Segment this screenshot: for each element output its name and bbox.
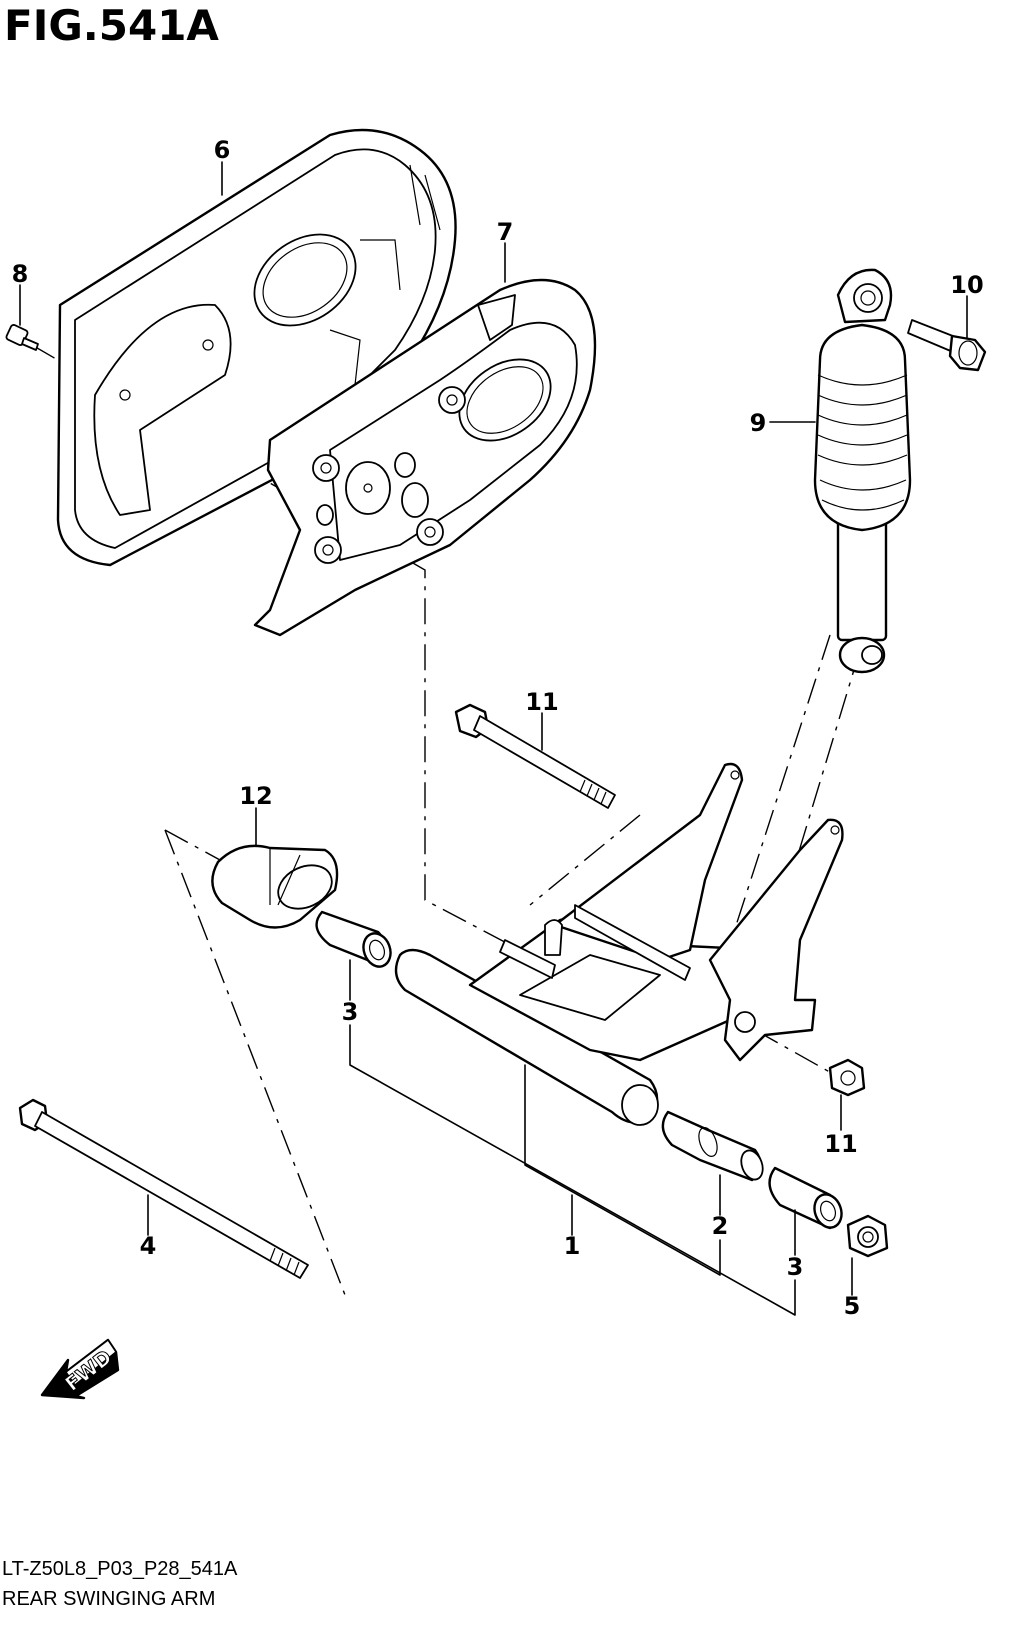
callout-5: 5 — [844, 1292, 861, 1320]
callout-1: 1 — [564, 1232, 581, 1260]
forward-arrow-icon: FWD — [40, 1338, 120, 1400]
bushing-3-lower — [768, 1166, 843, 1230]
rear-swinging-arm — [394, 762, 844, 1126]
callout-9: 9 — [750, 409, 767, 437]
callout-3-upper: 3 — [342, 998, 359, 1026]
chain-case-plate — [253, 278, 597, 637]
chain-cover-outer — [56, 128, 457, 567]
figure-title: FIG.541A — [4, 1, 219, 50]
callout-4: 4 — [140, 1232, 157, 1260]
bolt-10 — [907, 319, 987, 372]
bushing-3-upper — [315, 910, 392, 968]
callout-3-lower: 3 — [787, 1253, 804, 1281]
callout-7: 7 — [497, 218, 514, 246]
leader-lines — [19, 161, 968, 1316]
callout-10: 10 — [950, 271, 983, 299]
callout-2: 2 — [712, 1212, 729, 1240]
pivot-bolt-4 — [18, 1098, 309, 1279]
rear-shock-absorber — [813, 268, 912, 674]
section-name: REAR SWINGING ARM — [2, 1588, 216, 1610]
diagram-footer: LT-Z50L8_P03_P28_541A REAR SWINGING ARM — [2, 1554, 237, 1614]
callout-12: 11 — [824, 1130, 857, 1158]
collar-2 — [661, 1110, 764, 1182]
callout-6: 6 — [214, 136, 231, 164]
diagram-code: LT-Z50L8_P03_P28_541A — [2, 1558, 238, 1580]
callout-13: 12 — [239, 782, 272, 810]
bolt-11 — [454, 703, 616, 809]
callout-labels: 6 7 8 10 9 11 12 3 11 2 1 4 3 5 — [12, 136, 984, 1320]
callout-8: 8 — [12, 260, 29, 288]
nut-5 — [846, 1214, 889, 1258]
nut-12 — [828, 1058, 866, 1097]
screw-8 — [5, 324, 39, 351]
chain-guide — [211, 844, 339, 929]
callout-11: 11 — [525, 688, 558, 716]
